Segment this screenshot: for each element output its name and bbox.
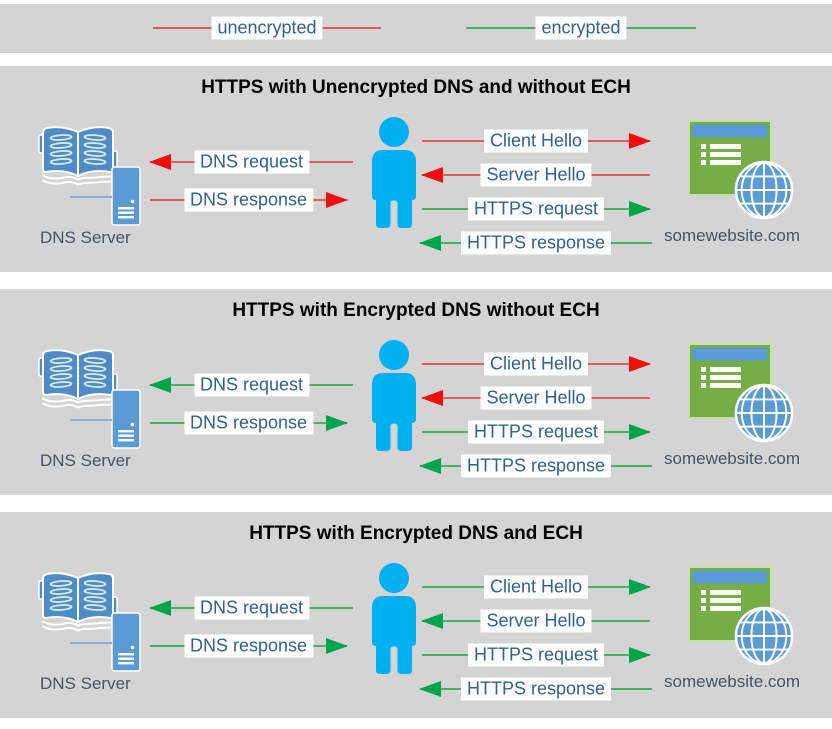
arrowhead-icon: [326, 638, 348, 654]
arrow-dns-response: DNS response: [150, 634, 348, 658]
user-icon: [362, 339, 426, 453]
panel-title: HTTPS with Encrypted DNS without ECH: [232, 300, 600, 321]
arrow-label: HTTPS response: [460, 677, 612, 701]
arrow-client-hello: Client Hello: [422, 575, 651, 599]
arrow-dns-request: DNS request: [149, 373, 353, 397]
arrowhead-icon: [149, 600, 171, 616]
arrowhead-icon: [419, 458, 441, 474]
dns-book-icon: [36, 568, 120, 636]
dns-server-tower-icon: [111, 389, 141, 449]
arrow-label: DNS response: [183, 188, 314, 212]
book-server-connector: [70, 196, 112, 198]
dns-server-caption: DNS Server: [40, 674, 131, 693]
arrow-https-request: HTTPS request: [422, 420, 651, 444]
panel-unencrypted-dns-without-ech: HTTPS with Unencrypted DNS and without E…: [0, 66, 832, 272]
arrowhead-icon: [629, 356, 651, 372]
legend-unencrypted-label: unencrypted: [211, 16, 323, 40]
website-caption: somewebsite.com: [664, 449, 801, 468]
arrow-https-response: HTTPS response: [419, 454, 652, 478]
arrow-dns-request: DNS request: [149, 150, 353, 174]
panel-title: HTTPS with Encrypted DNS and ECH: [249, 523, 583, 544]
arrow-label: DNS response: [183, 634, 314, 658]
globe-icon: [733, 159, 795, 221]
legend-item-unencrypted: unencrypted: [153, 16, 381, 40]
arrow-label: HTTPS request: [467, 643, 605, 667]
legend-item-encrypted: encrypted: [466, 16, 696, 40]
arrow-client-hello: Client Hello: [422, 352, 651, 376]
user-icon: [362, 562, 426, 676]
arrow-https-request: HTTPS request: [422, 197, 651, 221]
arrow-label: DNS request: [193, 596, 310, 620]
arrow-server-hello: Server Hello: [421, 609, 650, 633]
arrow-label: HTTPS request: [467, 197, 605, 221]
panel-encrypted-dns-and-ech: HTTPS with Encrypted DNS and ECH DNS Ser…: [0, 512, 832, 718]
arrow-label: DNS response: [183, 411, 314, 435]
arrow-label: DNS request: [193, 150, 310, 174]
dns-book-icon: [36, 345, 120, 413]
arrow-label: Server Hello: [480, 163, 592, 187]
arrowhead-icon: [629, 579, 651, 595]
dns-server-caption: DNS Server: [40, 228, 131, 247]
arrow-label: HTTPS response: [460, 454, 612, 478]
book-server-connector: [70, 642, 112, 644]
arrow-https-response: HTTPS response: [419, 677, 652, 701]
arrow-label: HTTPS request: [467, 420, 605, 444]
arrowhead-icon: [419, 235, 441, 251]
arrowhead-icon: [149, 377, 171, 393]
arrowhead-icon: [421, 390, 443, 406]
dns-server-caption: DNS Server: [40, 451, 131, 470]
dns-server-tower-icon: [111, 166, 141, 226]
arrow-label: Client Hello: [483, 129, 589, 153]
arrow-label: Client Hello: [483, 575, 589, 599]
arrowhead-icon: [326, 192, 348, 208]
arrowhead-icon: [421, 613, 443, 629]
arrow-https-response: HTTPS response: [419, 231, 652, 255]
arrow-label: Server Hello: [480, 609, 592, 633]
globe-icon: [733, 382, 795, 444]
dns-server-tower-icon: [111, 612, 141, 672]
legend-bar: unencrypted encrypted: [0, 4, 832, 53]
book-server-connector: [70, 419, 112, 421]
dns-book-icon: [36, 122, 120, 190]
arrow-label: DNS request: [193, 373, 310, 397]
arrow-dns-request: DNS request: [149, 596, 353, 620]
website-caption: somewebsite.com: [664, 672, 801, 691]
arrow-label: Server Hello: [480, 386, 592, 410]
arrowhead-icon: [629, 133, 651, 149]
arrow-label: Client Hello: [483, 352, 589, 376]
panel-encrypted-dns-without-ech: HTTPS with Encrypted DNS without ECH DNS…: [0, 289, 832, 495]
arrowhead-icon: [421, 167, 443, 183]
arrowhead-icon: [629, 201, 651, 217]
arrow-client-hello: Client Hello: [422, 129, 651, 153]
user-icon: [362, 116, 426, 230]
arrow-server-hello: Server Hello: [421, 163, 650, 187]
panel-title: HTTPS with Unencrypted DNS and without E…: [201, 77, 631, 98]
arrow-dns-response: DNS response: [150, 188, 348, 212]
arrowhead-icon: [629, 647, 651, 663]
arrow-dns-response: DNS response: [150, 411, 348, 435]
globe-icon: [733, 605, 795, 667]
website-caption: somewebsite.com: [664, 226, 801, 245]
arrow-https-request: HTTPS request: [422, 643, 651, 667]
arrowhead-icon: [629, 424, 651, 440]
arrow-label: HTTPS response: [460, 231, 612, 255]
arrow-server-hello: Server Hello: [421, 386, 650, 410]
arrowhead-icon: [326, 415, 348, 431]
arrowhead-icon: [149, 154, 171, 170]
arrowhead-icon: [419, 681, 441, 697]
legend-encrypted-label: encrypted: [535, 16, 627, 40]
